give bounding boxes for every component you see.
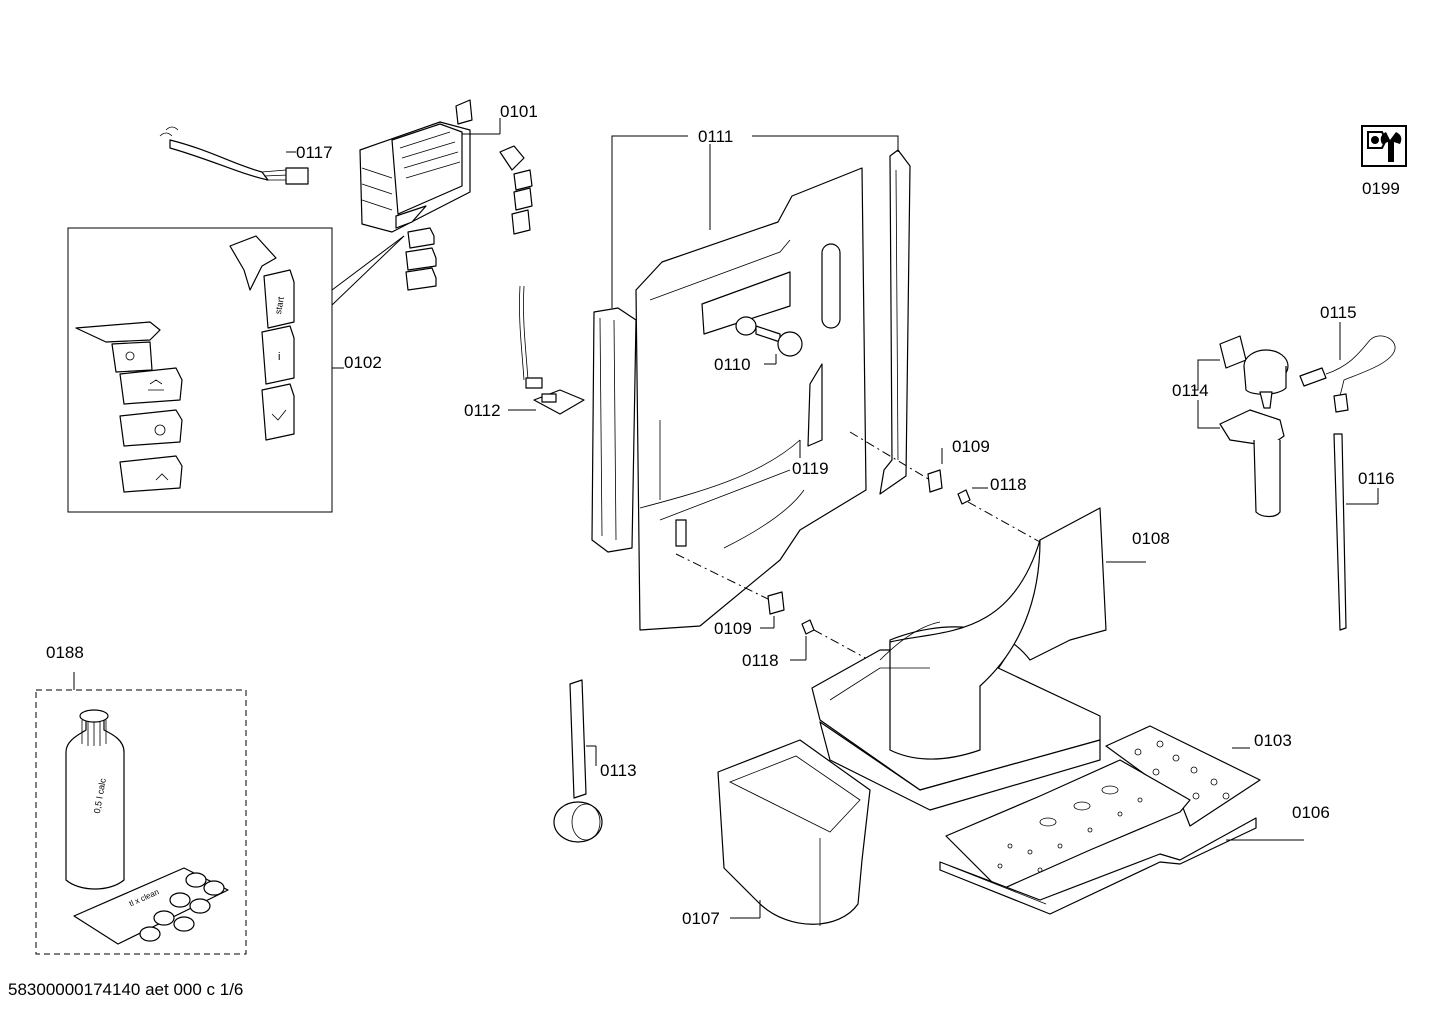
part-0108-drip-tray (811, 507, 1146, 811)
label-0101: 0101 (500, 102, 538, 121)
part-0107-container (717, 739, 871, 926)
label-0118-lower: 0118 (742, 651, 779, 670)
label-0103: 0103 (1254, 731, 1292, 750)
part-0119-clip (799, 363, 823, 458)
label-0188: 0188 (46, 643, 84, 662)
part-0113-measuring-spoon (553, 679, 603, 843)
part-0116-tube (1333, 433, 1379, 631)
part-0188-descaling-kit: 0,5 l calc tl x clean (35, 672, 247, 955)
part-0112-wire (508, 285, 585, 415)
part-0109-lower (675, 553, 785, 629)
part-0109-upper (849, 431, 943, 493)
label-0107: 0107 (682, 909, 720, 928)
part-0118-lower (790, 619, 885, 669)
label-0116: 0116 (1358, 469, 1395, 488)
part-0118-upper (957, 487, 1041, 543)
part-0110-knob (735, 316, 803, 365)
label-0102: 0102 (344, 353, 382, 372)
detail-box-0102: start i (67, 227, 405, 513)
label-0115: 0115 (1320, 303, 1357, 322)
part-0114-valve (1192, 335, 1289, 518)
part-0199-tool-icon (1361, 125, 1407, 167)
label-0111: 0111 (698, 127, 733, 146)
label-0114: 0114 (1172, 381, 1209, 400)
label-0110: 0110 (714, 355, 751, 374)
part-0101-control-module (359, 99, 501, 233)
label-0112: 0112 (464, 401, 501, 420)
document-number: 58300000174140 aet 000 c 1/6 (8, 980, 244, 999)
label-0119: 0119 (792, 459, 829, 478)
part-0103-drip-grid (945, 725, 1261, 891)
label-0118-upper: 0118 (990, 475, 1027, 494)
label-0106: 0106 (1292, 803, 1330, 822)
label-0113: 0113 (600, 761, 637, 780)
info-button-text: i (278, 351, 280, 363)
label-0199: 0199 (1362, 179, 1400, 198)
part-0106-tray-bottom (939, 817, 1304, 915)
label-0117: 0117 (296, 143, 333, 162)
part-0111-front-panel (591, 135, 911, 631)
part-0117-cable (159, 126, 309, 185)
part-0115-hose (1299, 322, 1396, 413)
start-button-text: start (273, 295, 286, 314)
small-buttons-group (405, 145, 533, 291)
label-0109-lower: 0109 (714, 619, 752, 638)
label-0109-upper: 0109 (952, 437, 990, 456)
label-0108: 0108 (1132, 529, 1170, 548)
